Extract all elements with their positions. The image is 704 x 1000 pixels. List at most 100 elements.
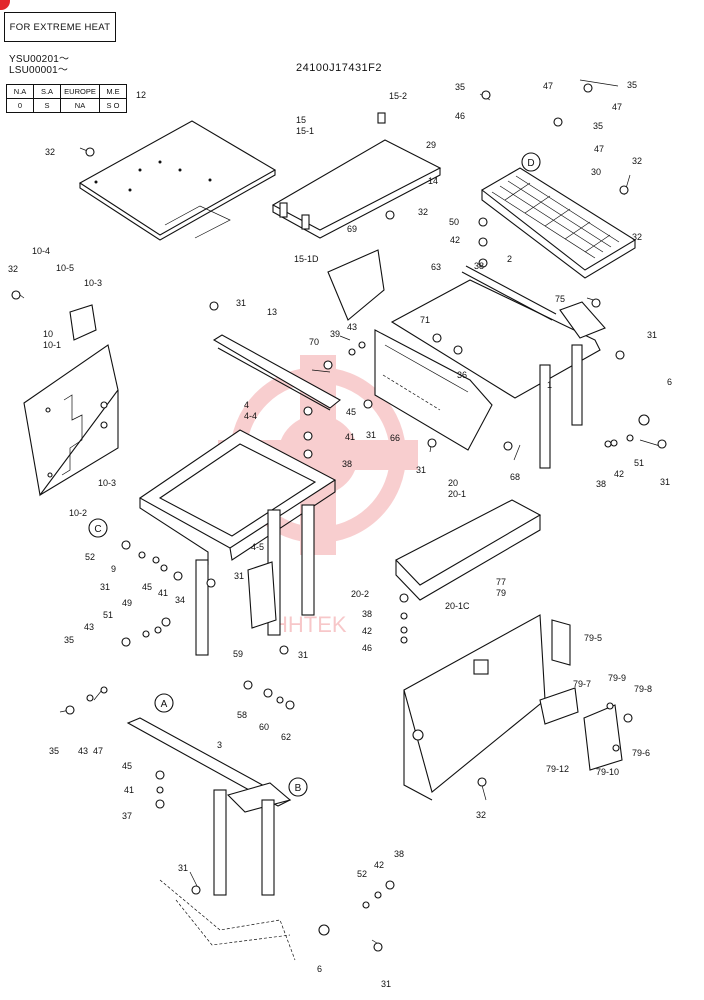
part-label: 79-8 <box>634 684 652 694</box>
part-label: 13 <box>267 307 277 317</box>
part-label: 31 <box>236 298 246 308</box>
part-label: 43 <box>78 746 88 756</box>
part-label: 45 <box>122 761 132 771</box>
part-label: 47 <box>543 81 553 91</box>
part-label: 38 <box>342 459 352 469</box>
part-label: 10-3 <box>98 478 116 488</box>
part-label: 4 <box>244 400 249 410</box>
serial-range-ysu: YSU00201～ <box>9 54 70 65</box>
part-label: 30 <box>591 167 601 177</box>
part-4-frame <box>138 429 337 656</box>
part-label: 70 <box>309 337 319 347</box>
part-label: 31 <box>416 465 426 475</box>
part-label: 49 <box>122 598 132 608</box>
part-68-bracket <box>374 329 493 451</box>
red-corner-mark <box>0 0 10 10</box>
part-label: 15-1D <box>294 254 319 264</box>
part-14-grille <box>481 167 637 279</box>
part-label: 38 <box>394 849 404 859</box>
part-label: 29 <box>426 140 436 150</box>
part-10-3-bracket <box>69 304 97 341</box>
part-15-cover-plate <box>271 112 442 239</box>
part-label: 35 <box>64 635 74 645</box>
ref-circle-d <box>521 152 541 172</box>
part-label: 20-2 <box>351 589 369 599</box>
part-label: 4-5 <box>251 542 264 552</box>
part-label: 69 <box>347 224 357 234</box>
part-label: 52 <box>357 869 367 879</box>
part-3-lower-frame <box>126 717 296 961</box>
part-12-top-plate <box>78 120 277 241</box>
part-label: 20 <box>448 478 458 488</box>
part-label: 37 <box>122 811 132 821</box>
part-label: 31 <box>298 650 308 660</box>
part-label: 15 <box>296 115 306 125</box>
spec-value-cell: S O <box>99 98 127 113</box>
ref-circle-c <box>88 518 108 538</box>
part-label: 42 <box>362 626 372 636</box>
part-label: 35 <box>455 82 465 92</box>
ref-letter-c: C <box>94 524 101 535</box>
part-label: 58 <box>237 710 247 720</box>
part-label: 2 <box>507 254 512 264</box>
part-label: 15-2 <box>389 91 407 101</box>
part-label: 10 <box>43 329 53 339</box>
part-label: 31 <box>381 979 391 989</box>
ref-letter-d: D <box>527 158 534 169</box>
part-2-rod <box>461 271 553 321</box>
part-label: 9 <box>111 564 116 574</box>
part-label: 34 <box>175 595 185 605</box>
part-label: 51 <box>634 458 644 468</box>
part-label: 31 <box>647 330 657 340</box>
part-label: 77 <box>496 577 506 587</box>
part-label: 32 <box>476 810 486 820</box>
part-label: 6 <box>667 377 672 387</box>
part-label: 6 <box>317 964 322 974</box>
part-label: 31 <box>234 571 244 581</box>
part-label: 79-12 <box>546 764 569 774</box>
part-label: 36 <box>457 370 467 380</box>
part-1-support-frame <box>390 279 606 469</box>
part-label: 50 <box>449 217 459 227</box>
part-label: 39 <box>330 329 340 339</box>
part-label: 42 <box>614 469 624 479</box>
fasteners <box>11 83 667 952</box>
part-label: 38 <box>596 479 606 489</box>
document-number: 24100J17431F2 <box>296 62 383 74</box>
part-label: 32 <box>45 147 55 157</box>
part-label: 66 <box>390 433 400 443</box>
part-label: 31 <box>178 863 188 873</box>
part-label: 10-3 <box>84 278 102 288</box>
ref-circle-a <box>154 693 174 713</box>
part-label: 43 <box>84 622 94 632</box>
serial-range-lsu: LSU00001～ <box>9 65 69 76</box>
part-label: 79-9 <box>608 673 626 683</box>
part-label: 10-2 <box>69 508 87 518</box>
part-20-plate <box>395 499 542 601</box>
ref-circle-b <box>288 777 308 797</box>
region-spec-table: N.A S.A EUROPE M.E 0 S NA S O <box>6 84 127 113</box>
part-label: 45 <box>142 582 152 592</box>
spec-table-value-row: 0 S NA S O <box>6 98 127 113</box>
part-label: 1 <box>547 380 552 390</box>
part-label: 32 <box>632 156 642 166</box>
part-label: 10-5 <box>56 263 74 273</box>
extreme-heat-note-box: FOR EXTREME HEAT <box>4 12 116 42</box>
part-label: 62 <box>281 732 291 742</box>
part-79-panel <box>403 614 623 801</box>
part-13-rail <box>212 334 341 411</box>
part-label: 46 <box>362 643 372 653</box>
part-label: 20-1 <box>448 489 466 499</box>
part-label: 47 <box>594 144 604 154</box>
part-label: 31 <box>366 430 376 440</box>
part-label: 68 <box>510 472 520 482</box>
part-label: 52 <box>85 552 95 562</box>
part-label: 32 <box>418 207 428 217</box>
spec-value-cell: S <box>33 98 61 113</box>
part-label: 10-4 <box>32 246 50 256</box>
part-label: 32 <box>632 232 642 242</box>
watermark-brand: HHTEK <box>272 612 347 637</box>
part-label: 79-10 <box>596 767 619 777</box>
